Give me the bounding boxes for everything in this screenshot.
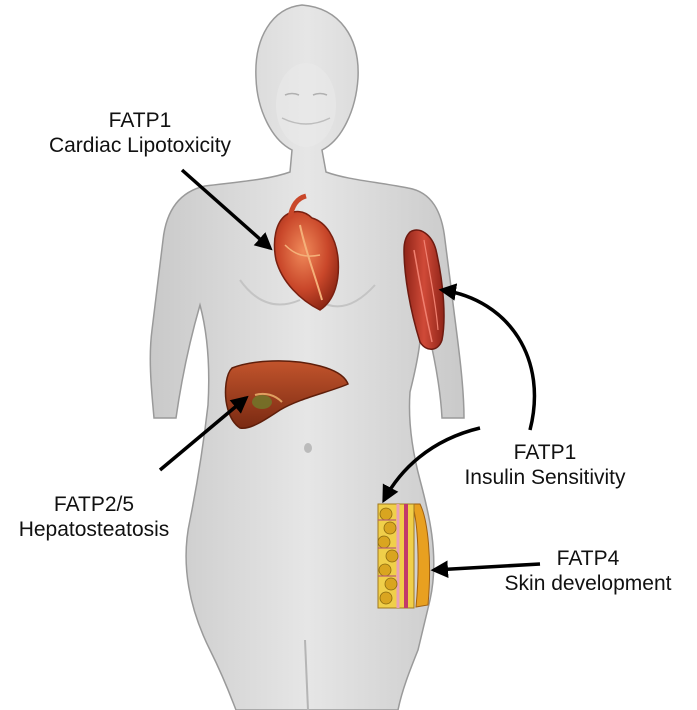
label-skin: FATP4 Skin development bbox=[486, 546, 690, 596]
label-skin-role: Skin development bbox=[486, 571, 690, 596]
label-heart-role: Cardiac Lipotoxicity bbox=[30, 133, 250, 158]
label-liver: FATP2/5 Hepatosteatosis bbox=[4, 492, 184, 542]
label-muscle-fat-role: Insulin Sensitivity bbox=[440, 465, 650, 490]
label-liver-role: Hepatosteatosis bbox=[4, 517, 184, 542]
label-heart-gene: FATP1 bbox=[30, 108, 250, 133]
skin-fat-illustration bbox=[378, 504, 430, 608]
label-muscle-fat-gene: FATP1 bbox=[440, 440, 650, 465]
label-liver-gene: FATP2/5 bbox=[4, 492, 184, 517]
label-muscle-fat: FATP1 Insulin Sensitivity bbox=[440, 440, 650, 490]
label-skin-gene: FATP4 bbox=[486, 546, 690, 571]
label-heart: FATP1 Cardiac Lipotoxicity bbox=[30, 108, 250, 158]
